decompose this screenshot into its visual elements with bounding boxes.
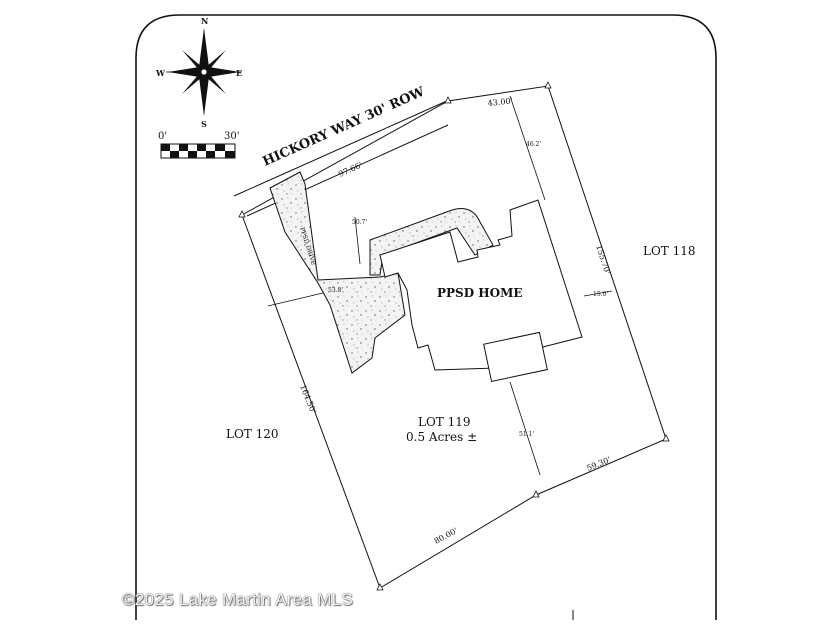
dim-left-edge: 164.50' [298,383,318,414]
driveway [269,171,406,374]
dim-setback-right: 15.0' [593,291,608,298]
compass-e-label: E [236,68,242,78]
lot-119-label: LOT 119 [418,415,471,429]
lot-119-area: 0.5 Acres ± [406,430,477,444]
dim-road-frontage: 97.66' [337,160,364,178]
compass-s-label: S [201,119,207,129]
dim-setback-left: 53.8' [328,287,343,294]
dim-top-edge: 43.00' [487,96,513,108]
scale-start-label: 0' [158,131,167,142]
compass-n-label: N [201,16,208,26]
road-row-line-top [233,99,450,197]
mls-watermark: ©2025 Lake Martin Area MLS [122,590,354,609]
page-frame [135,14,717,620]
lot-120-label: LOT 120 [226,427,279,441]
lot-118-label: LOT 118 [643,244,696,258]
scale-end-label: 30' [224,131,239,142]
dim-setback-bottom: 51.1' [519,431,534,438]
setback-lines [267,95,613,476]
scale-bar [160,143,236,159]
dim-bottom-right: 59.30' [585,455,612,473]
compass-w-label: W [155,68,166,78]
dim-right-edge: 155.70' [594,244,612,276]
house-label: PPSD HOME [437,286,523,300]
boundary-markers [238,81,670,591]
compass-icon [166,28,242,116]
dim-setback-drive: 50.7' [352,219,367,226]
house-wing [483,331,548,382]
dim-setback-top: 46.2' [526,141,541,148]
road-label: HICKORY WAY 30' ROW [261,84,428,169]
